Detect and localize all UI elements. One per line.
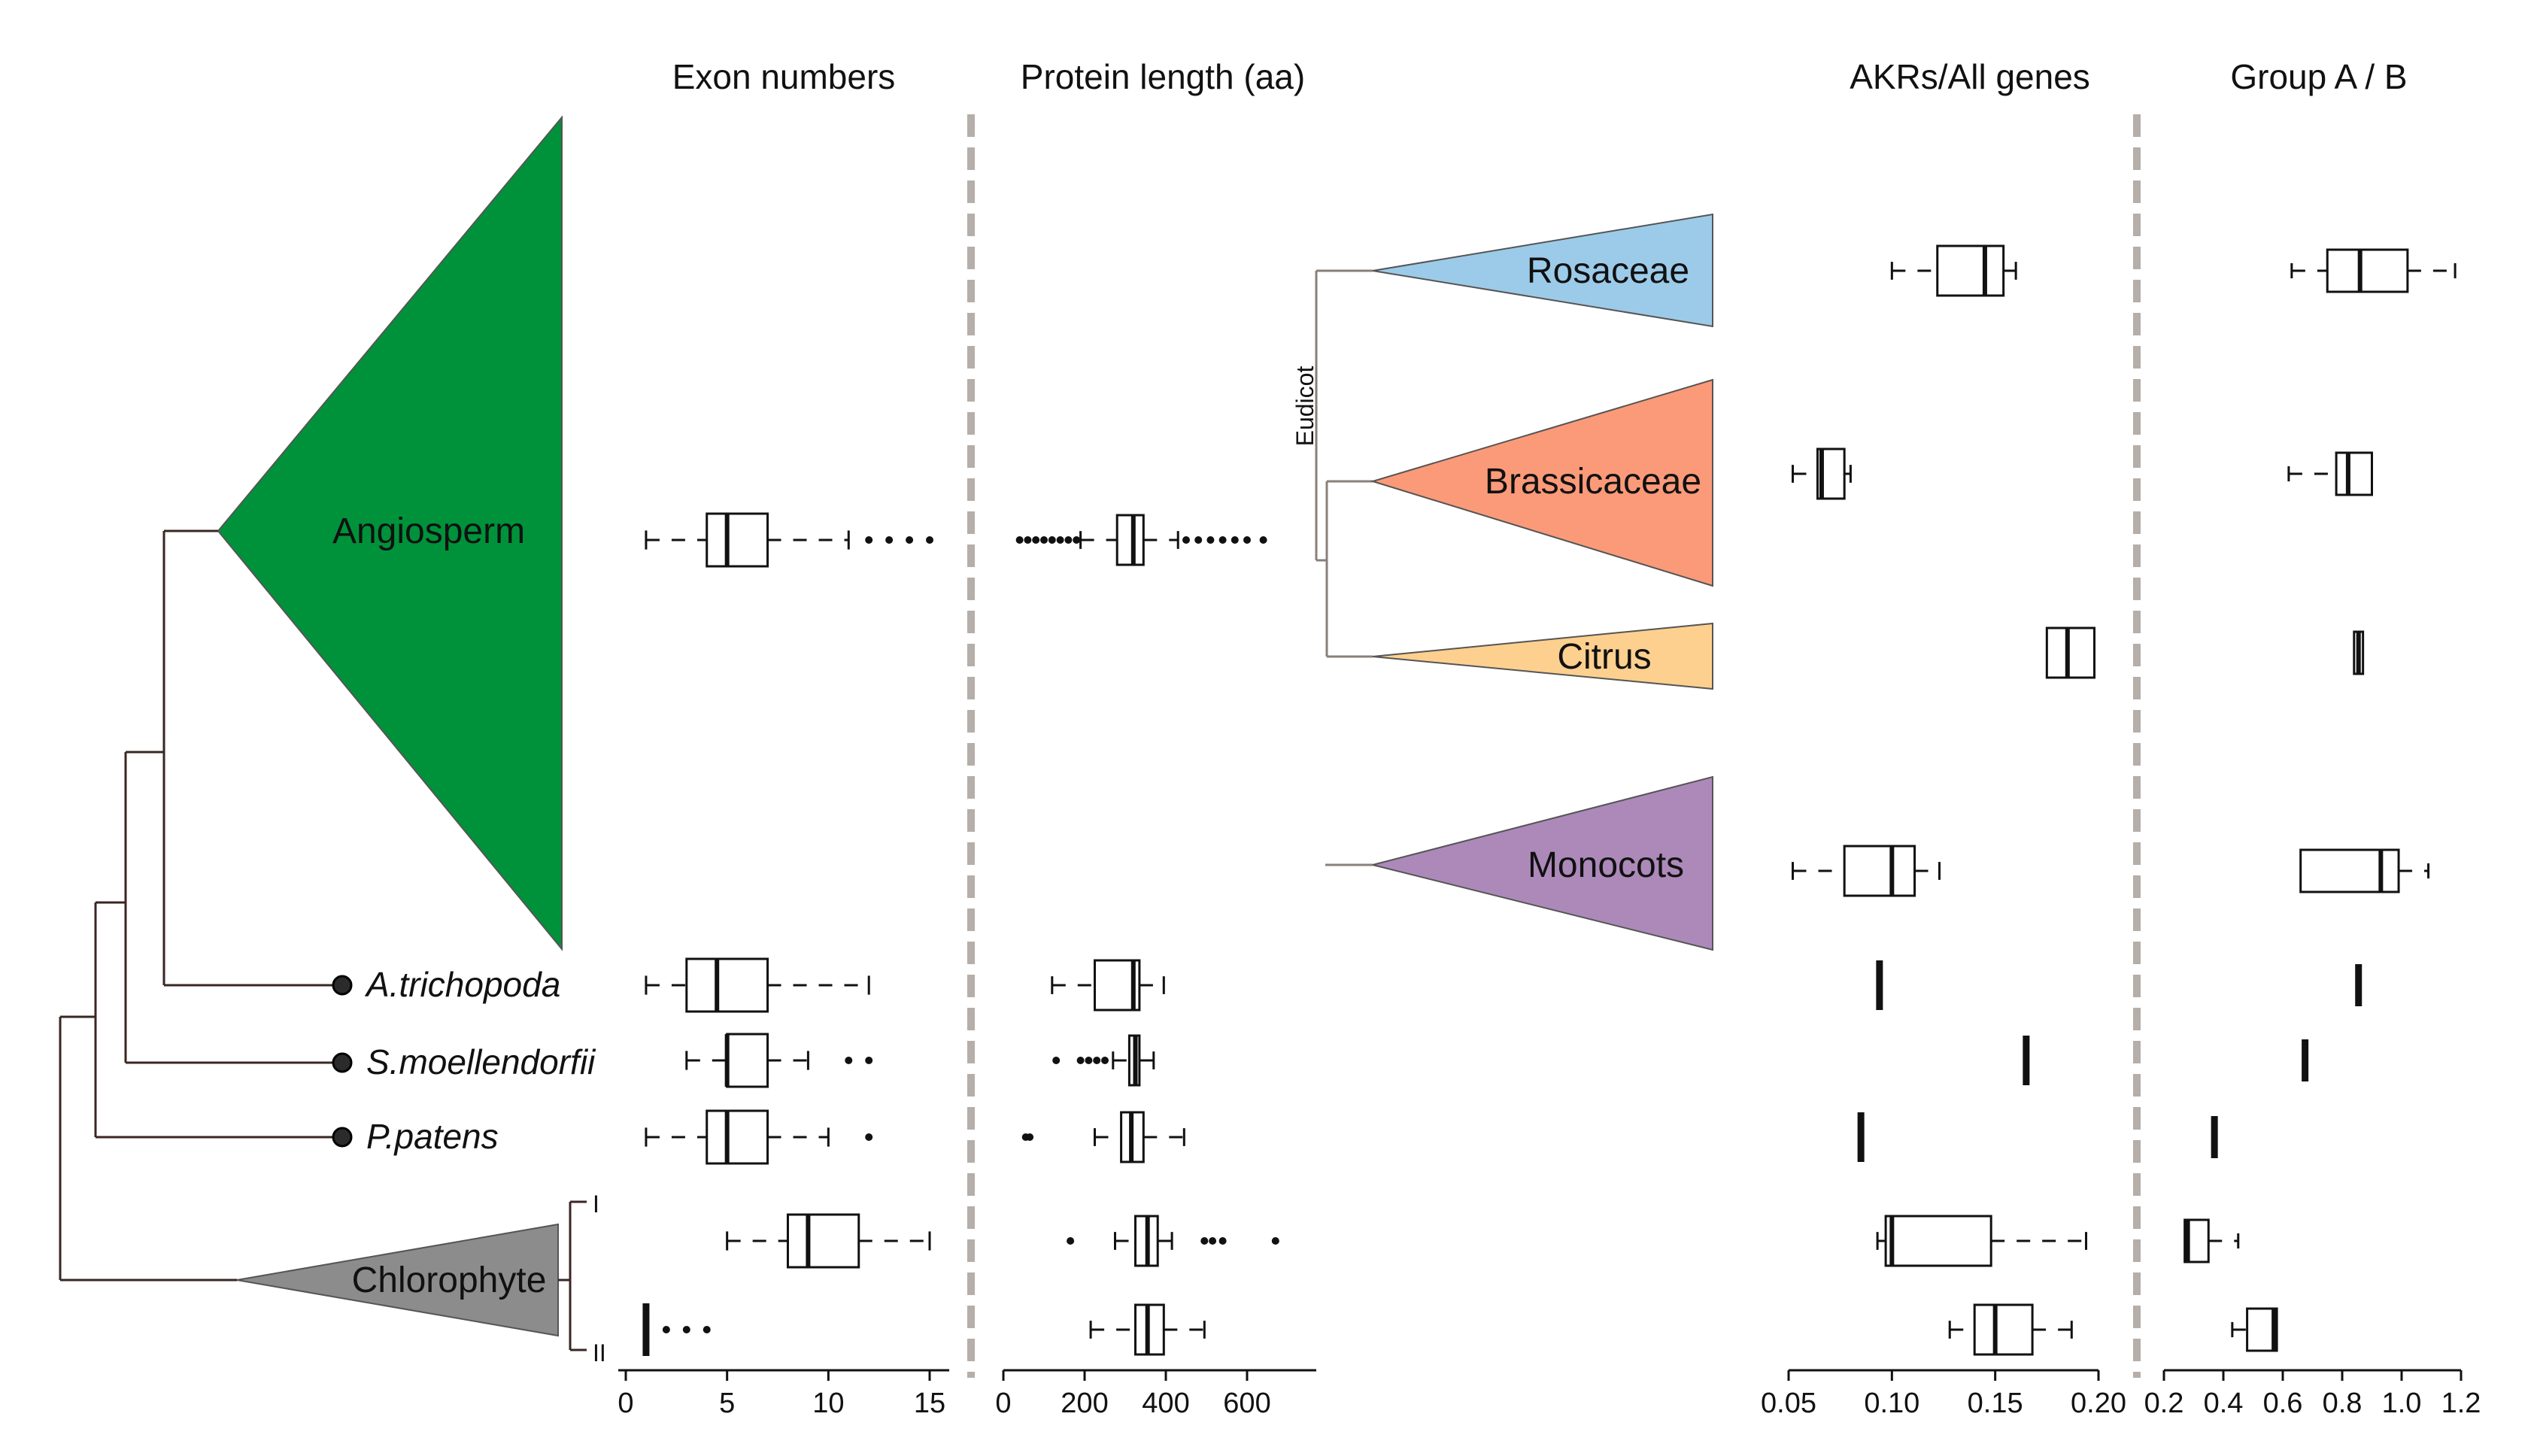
protein-box-angiosperm-outlier [1048,536,1056,544]
exon-box-chlorophyte-ii-outlier [662,1326,670,1333]
species-node-dot [332,1052,353,1073]
protein-box-chlorophyte-i-outlier [1067,1237,1075,1245]
exon-tick-label: 5 [719,1388,735,1419]
exon-box-chlorophyte-ii-outlier [682,1326,690,1333]
brassicaceae-label: Brassicaceae [1485,462,1701,502]
groupab-tick-label: 0.8 [2323,1388,2363,1419]
species-node-dot [332,1127,353,1148]
protein-box-angiosperm-outlier [1073,536,1081,544]
eudicot-node-label: Eudicot [1291,366,1319,447]
groupab-box-brassicaceae-iqr-box [2335,451,2374,496]
akr-tick-label: 0.20 [2071,1388,2126,1419]
protein-box-p-patens-outlier [1026,1133,1034,1141]
protein-box-angiosperm-outlier [1056,536,1064,544]
groupab-box-monocots-iqr-box [2299,848,2400,893]
brassicaceae-clade-triangle [1370,378,1713,587]
exon-box-angiosperm-outlier [906,536,914,544]
protein-box-s-moellendorfii-outlier [1093,1057,1101,1064]
akr-box-citrus-iqr-box [2045,626,2096,679]
protein-box-angiosperm-iqr-box [1115,514,1145,566]
exon-box-s-moellendorfii-outlier [845,1057,853,1064]
protein-box-angiosperm-outlier [1194,536,1203,544]
species-label-smoellendorfii: S.moellendorfii [366,1042,596,1081]
chlorophyte-marker-II: II [593,1339,606,1367]
akr-tick-label: 0.05 [1761,1388,1816,1419]
chlorophyte-label: Chlorophyte [352,1260,547,1300]
exon-tick-label: 15 [914,1388,945,1419]
groupab-tick-label: 1.0 [2382,1388,2422,1419]
exon-tick-label: 0 [618,1388,633,1419]
protein-box-angiosperm-outlier [1032,536,1040,544]
protein-box-s-moellendorfii-outlier [1052,1057,1061,1064]
angiosperm-clade-triangle [217,115,563,951]
title-group-a-b: Group A / B [2230,57,2407,96]
protein-box-angiosperm-outlier [1206,536,1215,544]
protein-tick-label: 600 [1223,1388,1270,1419]
exon-box-angiosperm-outlier [926,536,933,544]
rosaceae-label: Rosaceae [1527,251,1689,291]
protein-tick-label: 0 [995,1388,1011,1419]
rosaceae-clade-triangle [1372,213,1713,328]
protein-box-chlorophyte-i-outlier [1200,1237,1209,1245]
groupab-box-rosaceae-iqr-box [2326,248,2409,293]
exon-box-angiosperm-iqr-box [706,512,769,568]
exon-box-angiosperm-outlier [885,536,894,544]
akr-box-chlorophyte-ii-iqr-box [1973,1303,2034,1356]
protein-box-angiosperm-outlier [1259,536,1267,544]
exon-box-a-trichopoda-iqr-box [685,957,769,1013]
groupab-tick-label: 0.4 [2204,1388,2244,1419]
akr-box-chlorophyte-i-iqr-box [1884,1215,1992,1267]
citrus-label: Citrus [1557,637,1651,677]
exon-box-s-moellendorfii-iqr-box [726,1033,769,1088]
akr-tick-label: 0.15 [1968,1388,2023,1419]
protein-box-s-moellendorfii-outlier [1076,1057,1085,1064]
protein-tick-label: 200 [1061,1388,1108,1419]
angiosperm-label: Angiosperm [332,511,525,551]
species-label-atrichopoda: A.trichopoda [364,965,560,1004]
citrus-clade-triangle [1372,622,1713,690]
protein-box-s-moellendorfii-outlier [1101,1057,1109,1064]
protein-box-angiosperm-outlier [1182,536,1190,544]
monocots-clade-triangle [1372,775,1713,951]
protein-box-chlorophyte-i-outlier [1271,1237,1279,1245]
groupab-tick-label: 0.6 [2263,1388,2303,1419]
groupab-tick-label: 1.2 [2441,1388,2481,1419]
species-label-ppatens: P.patens [366,1117,499,1156]
protein-box-angiosperm-outlier [1243,536,1251,544]
exon-box-p-patens-iqr-box [706,1109,769,1165]
protein-box-chlorophyte-i-outlier [1218,1237,1227,1245]
protein-box-angiosperm-outlier [1015,536,1024,544]
groupab-tick-label: 0.2 [2144,1388,2184,1419]
angiosperm-subtree-branches [1315,269,1373,866]
akr-box-monocots-iqr-box [1843,845,1916,897]
protein-box-angiosperm-outlier [1040,536,1048,544]
protein-box-angiosperm-outlier [1218,536,1227,544]
title-exon-numbers: Exon numbers [672,57,896,96]
exon-tick-label: 10 [812,1388,844,1419]
exon-box-p-patens-outlier [865,1133,873,1141]
akr-box-rosaceae-iqr-box [1936,244,2005,297]
protein-box-angiosperm-outlier [1064,536,1073,544]
protein-box-angiosperm-outlier [1024,536,1032,544]
exon-box-chlorophyte-i-iqr-box [786,1213,860,1269]
title-akrs-all-genes: AKRs/All genes [1850,57,2090,96]
akr-tick-label: 0.10 [1864,1388,1919,1419]
chlorophyte-marker-I: I [593,1191,599,1218]
title-protein-length: Protein length (aa) [1021,57,1305,96]
exon-box-angiosperm-outlier [865,536,873,544]
exon-box-s-moellendorfii-outlier [865,1057,873,1064]
species-node-dot [332,975,353,996]
monocots-label: Monocots [1528,845,1684,885]
protein-tick-label: 400 [1142,1388,1189,1419]
phylogenetic-tree-branches [59,529,587,1351]
protein-box-angiosperm-outlier [1231,536,1239,544]
protein-box-s-moellendorfii-outlier [1085,1057,1093,1064]
exon-box-chlorophyte-ii-outlier [703,1326,711,1333]
boxplot-layer: 0 5 10 15 0 200 400 600 0.05 0.10 0.15 0.20 0.2 0.4 0.… [618,244,2481,1419]
protein-box-chlorophyte-i-outlier [1209,1237,1217,1245]
